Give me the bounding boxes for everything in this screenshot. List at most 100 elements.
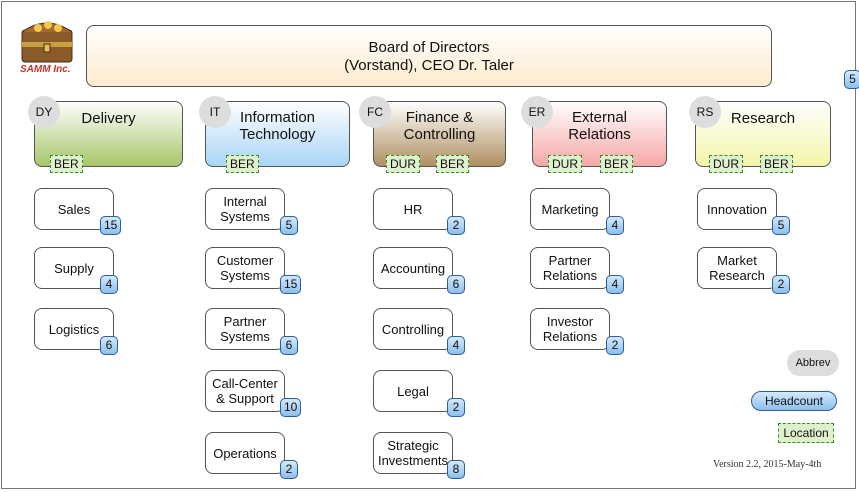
board-title-line1: Board of Directors — [368, 39, 490, 56]
unit-box: Legal — [373, 370, 453, 412]
dept-abbrev-fc: FC — [359, 96, 391, 128]
unit-label: Marketing — [541, 202, 598, 217]
location-tag: BER — [760, 155, 793, 173]
dept-title-line2: Technology — [239, 126, 316, 143]
headcount-badge: 4 — [606, 275, 624, 294]
headcount-badge: 2 — [772, 275, 790, 294]
unit-label-line1: Partner — [548, 253, 592, 268]
location-tag: BER — [600, 155, 633, 173]
dept-title-line1: Delivery — [81, 110, 136, 127]
headcount-badge: 15 — [280, 275, 302, 294]
dept-abbrev-dy: DY — [28, 96, 60, 128]
dept-title-line2: Controlling — [403, 126, 476, 143]
unit-label-line2: Systems — [220, 329, 270, 344]
location-tag: BER — [50, 155, 83, 173]
unit-label: Operations — [213, 446, 277, 461]
unit-label-line1: Partner — [223, 314, 267, 329]
unit-label: Logistics — [49, 322, 100, 337]
dept-abbrev-rs: RS — [689, 96, 721, 128]
dept-title-line1: Information — [239, 109, 316, 126]
headcount-badge: 15 — [100, 216, 122, 235]
unit-label-line2: Research — [709, 268, 765, 283]
logo-text: SAMM Inc. — [20, 64, 71, 75]
unit-label: Call-Center& Support — [212, 376, 278, 406]
board-of-directors-box: Board of Directors (Vorstand), CEO Dr. T… — [86, 25, 859, 89]
unit-label-line2: Systems — [220, 268, 270, 283]
location-tag: DUR — [386, 155, 420, 173]
unit-box: Marketing — [530, 188, 610, 230]
headcount-badge: 2 — [447, 216, 465, 235]
unit-label-line1: Logistics — [48, 321, 100, 337]
unit-label-line1: Marketing — [541, 201, 599, 217]
unit-box: HR — [373, 188, 453, 230]
unit-label-line1: Call-Center — [212, 376, 278, 391]
unit-label-line1: Supply — [54, 260, 94, 276]
unit-label: HR — [404, 202, 423, 217]
version-text: Version 2.2, 2015-May-4th — [713, 459, 822, 470]
dept-title-line2: Relations — [568, 126, 631, 143]
unit-box: Innovation — [697, 188, 777, 230]
unit-box: Call-Center& Support — [205, 370, 285, 412]
unit-label: Controlling — [382, 322, 444, 337]
dept-title-line1: External — [571, 109, 628, 126]
headcount-badge: 10 — [280, 398, 302, 417]
headcount-badge: 5 — [772, 216, 790, 235]
treasure-chest-logo-icon — [21, 21, 73, 63]
headcount-badge: 4 — [606, 216, 624, 235]
unit-label-line1: Internal — [223, 194, 267, 209]
unit-label: Legal — [397, 384, 429, 399]
headcount-badge: 2 — [606, 336, 624, 355]
dept-title-dy: Delivery — [35, 110, 182, 127]
unit-label-line2: Relations — [542, 329, 598, 344]
unit-box: Operations — [205, 432, 285, 474]
location-tag: BER — [226, 155, 259, 173]
legend-headcount: Headcount — [751, 391, 837, 411]
unit-label-line1: HR — [403, 201, 423, 217]
board-headcount-badge: 5 — [844, 70, 859, 89]
unit-label-line1: Accounting — [380, 260, 446, 276]
dept-title-rs: Research — [696, 110, 830, 127]
unit-label-line1: Innovation — [707, 201, 767, 217]
unit-label-line1: Customer — [216, 253, 274, 268]
dept-abbrev-er: ER — [521, 96, 553, 128]
headcount-badge: 6 — [447, 275, 465, 294]
unit-label: Innovation — [707, 202, 767, 217]
board-title-line2: (Vorstand), CEO Dr. Taler — [344, 57, 514, 74]
headcount-badge: 5 — [280, 216, 298, 235]
unit-label: Accounting — [381, 261, 445, 276]
unit-label-line1: Sales — [57, 201, 91, 217]
unit-box: Controlling — [373, 308, 453, 350]
dept-title-line1: Research — [730, 110, 796, 127]
dept-title-line1: Finance & — [405, 109, 474, 126]
dept-title-fc: Finance &Controlling — [374, 109, 505, 143]
unit-label-line2: Systems — [220, 209, 270, 224]
unit-label-line1: Operations — [213, 445, 277, 461]
unit-label-line1: Investor — [546, 314, 594, 329]
unit-label-line2: & Support — [216, 391, 274, 406]
legend-abbrev: Abbrev — [787, 350, 839, 376]
headcount-badge: 2 — [280, 460, 298, 479]
unit-label-line1: Strategic — [387, 438, 439, 453]
location-tag: BER — [436, 155, 469, 173]
unit-label-line2: Relations — [542, 268, 598, 283]
unit-label-line2: Investments — [377, 453, 449, 468]
headcount-badge: 4 — [447, 336, 465, 355]
headcount-badge: 8 — [447, 460, 465, 479]
legend-location: Location — [778, 423, 834, 443]
